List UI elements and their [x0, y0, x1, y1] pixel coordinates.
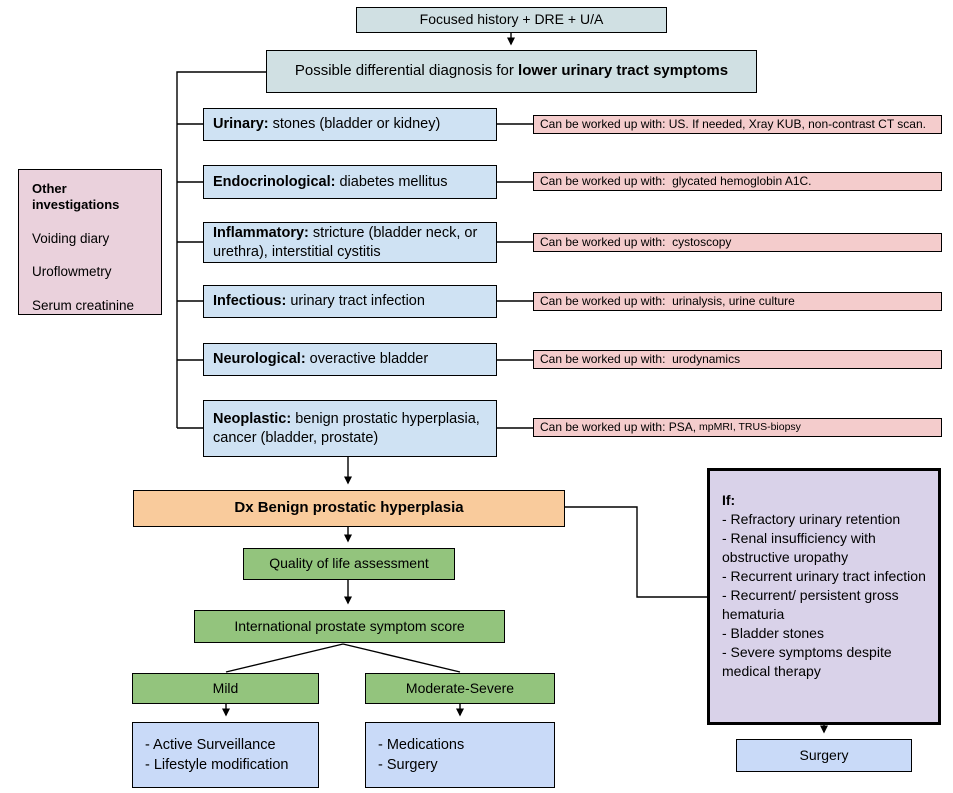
node-workup-urinary: Can be worked up with: US. If needed, Xr…: [533, 115, 942, 134]
workup-endocrinological-text: Can be worked up with: glycated hemoglob…: [540, 174, 812, 188]
node-mild: Mild: [132, 673, 319, 704]
node-surgery-criteria: If: - Refractory urinary retention - Ren…: [707, 468, 941, 725]
ipss-label: International prostate symptom score: [234, 617, 465, 634]
workup-neoplastic-text: Can be worked up with: PSA,: [540, 420, 697, 434]
split-ipss-to-moderate: [342, 643, 461, 673]
node-ipss: International prostate symptom score: [194, 610, 505, 643]
other-investigations-item: Uroflowmetry: [32, 264, 112, 280]
category-inflammatory-text: Inflammatory: stricture (bladder neck, o…: [213, 225, 478, 260]
surgery-criteria-item: - Severe symptoms despite medical therap…: [722, 644, 892, 679]
moderate-plan-item: - Medications: [378, 737, 465, 753]
node-quality-of-life: Quality of life assessment: [243, 548, 455, 580]
mild-plan-item: - Active Surveillance: [145, 737, 276, 753]
category-neurological-text: Neurological: overactive bladder: [213, 351, 429, 368]
category-urinary-text: Urinary: stones (bladder or kidney): [213, 116, 441, 133]
mild-plan-item: - Lifestyle modification: [145, 757, 289, 773]
node-workup-infectious: Can be worked up with: urinalysis, urine…: [533, 292, 942, 311]
node-surgery: Surgery: [736, 739, 912, 772]
node-moderate-severe: Moderate-Severe: [365, 673, 555, 704]
workup-inflammatory-text: Can be worked up with: cystoscopy: [540, 235, 732, 249]
moderate-plan-item: - Surgery: [378, 757, 438, 773]
node-category-neoplastic: Neoplastic: benign prostatic hyperplasia…: [203, 400, 497, 457]
mild-label: Mild: [212, 679, 239, 696]
surgery-criteria-item: - Renal insufficiency with obstructive u…: [722, 530, 876, 565]
node-dx-bph: Dx Benign prostatic hyperplasia: [133, 490, 565, 527]
node-workup-neurological: Can be worked up with: urodynamics: [533, 350, 942, 369]
node-differential-diagnosis: Possible differential diagnosis for lowe…: [266, 50, 757, 93]
workup-urinary-text: Can be worked up with: US. If needed, Xr…: [540, 117, 926, 131]
dx-bph-label: Dx Benign prostatic hyperplasia: [234, 499, 464, 517]
node-moderate-plan: - Medications - Surgery: [365, 722, 555, 788]
split-ipss-to-mild: [225, 643, 344, 673]
node-other-investigations: Other investigations Voiding diary Urofl…: [18, 169, 162, 315]
surgery-criteria-title: If:: [722, 492, 736, 508]
category-neoplastic-text: Neoplastic: benign prostatic hyperplasia…: [213, 411, 480, 446]
other-investigations-item: Voiding diary: [32, 230, 110, 246]
surgery-label: Surgery: [799, 746, 849, 763]
node-category-endocrinological: Endocrinological: diabetes mellitus: [203, 165, 497, 199]
workup-neurological-text: Can be worked up with: urodynamics: [540, 352, 741, 366]
other-investigations-item: Serum creatinine: [32, 298, 135, 314]
node-workup-endocrinological: Can be worked up with: glycated hemoglob…: [533, 172, 942, 191]
elbow-dx-to-criteria: [565, 506, 707, 598]
category-infectious-text: Infectious: urinary tract infection: [213, 293, 425, 310]
node-category-infectious: Infectious: urinary tract infection: [203, 285, 497, 318]
moderate-severe-label: Moderate-Severe: [405, 679, 515, 696]
focused-history-label: Focused history + DRE + U/A: [419, 11, 604, 28]
node-workup-neoplastic: Can be worked up with: PSA, mpMRI, TRUS-…: [533, 418, 942, 437]
surgery-criteria-item: - Refractory urinary retention: [722, 511, 901, 527]
trunk-line: [176, 71, 266, 428]
node-category-urinary: Urinary: stones (bladder or kidney): [203, 108, 497, 141]
surgery-criteria-item: - Bladder stones: [722, 625, 824, 641]
workup-infectious-text: Can be worked up with: urinalysis, urine…: [540, 294, 795, 308]
qol-label: Quality of life assessment: [269, 555, 429, 572]
other-investigations-title: Other investigations: [32, 181, 120, 213]
node-focused-history: Focused history + DRE + U/A: [356, 7, 667, 33]
category-endocrinological-text: Endocrinological: diabetes mellitus: [213, 173, 448, 190]
surgery-criteria-item: - Recurrent urinary tract infection: [722, 568, 926, 584]
node-workup-inflammatory: Can be worked up with: cystoscopy: [533, 233, 942, 252]
node-mild-plan: - Active Surveillance - Lifestyle modifi…: [132, 722, 319, 788]
surgery-criteria-item: - Recurrent/ persistent gross hematuria: [722, 587, 899, 622]
workup-neoplastic-small-text: mpMRI, TRUS-biopsy: [696, 420, 801, 433]
node-category-inflammatory: Inflammatory: stricture (bladder neck, o…: [203, 222, 497, 263]
node-category-neurological: Neurological: overactive bladder: [203, 343, 497, 376]
differential-label: Possible differential diagnosis for lowe…: [294, 62, 729, 80]
